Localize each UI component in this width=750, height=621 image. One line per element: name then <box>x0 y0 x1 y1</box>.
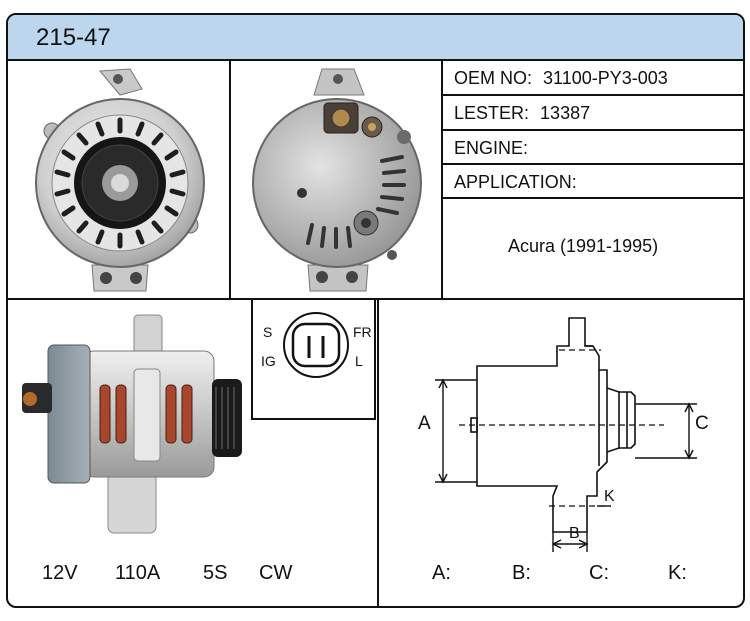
application-label: APPLICATION: <box>454 172 577 192</box>
connector-label-l: L <box>355 353 363 369</box>
dim-label-b: B <box>569 525 580 542</box>
oem-value: 31100-PY3-003 <box>543 68 668 88</box>
engine-row: ENGINE: <box>454 138 528 159</box>
alternator-rear-photo <box>252 68 422 292</box>
dim-value-b: B: <box>512 562 531 584</box>
oem-row: OEM NO: 31100-PY3-003 <box>454 68 668 89</box>
alternator-front-photo <box>35 68 205 292</box>
divider-rear-info <box>441 59 443 298</box>
product-card: 215-47 OEM NO: 31100-PY3-003 LESTER: 133… <box>6 13 745 608</box>
info-row-line-3 <box>441 163 743 165</box>
info-row-line-2 <box>441 129 743 131</box>
dim-label-a: A <box>418 413 431 434</box>
oem-label: OEM NO: <box>454 68 533 88</box>
spec-pulley: 5S <box>203 562 228 584</box>
info-row-line-1 <box>441 94 743 96</box>
dim-value-c: C: <box>589 562 609 584</box>
dim-label-c: C <box>695 413 709 434</box>
application-value: Acura (1991-1995) <box>508 236 659 256</box>
alternator-side-photo <box>22 314 242 534</box>
connector-label-s: S <box>263 324 273 340</box>
dim-label-k: K <box>604 488 615 505</box>
info-row-line-4 <box>441 197 743 199</box>
lester-label: LESTER: <box>454 103 530 123</box>
dim-value-a: A: <box>432 562 451 584</box>
part-number: 215-47 <box>36 24 111 51</box>
divider-side-diagram <box>377 298 379 606</box>
application-row: APPLICATION: <box>454 172 577 193</box>
lester-row: LESTER: 13387 <box>454 103 590 124</box>
divider-front-rear <box>229 59 231 298</box>
connector-label-ig: IG <box>261 353 276 369</box>
connector-box: S FR IG L <box>251 298 376 420</box>
spec-amperage: 110A <box>115 562 161 584</box>
spec-rotation: CW <box>259 562 293 584</box>
dimension-diagram <box>435 317 697 552</box>
spec-voltage: 12V <box>42 562 78 584</box>
lester-value: 13387 <box>540 103 591 123</box>
dim-value-k: K: <box>668 562 687 584</box>
title-bar: 215-47 <box>8 15 743 61</box>
engine-label: ENGINE: <box>454 138 529 158</box>
connector-plug-icon <box>283 312 349 378</box>
connector-label-fr: FR <box>353 324 372 340</box>
